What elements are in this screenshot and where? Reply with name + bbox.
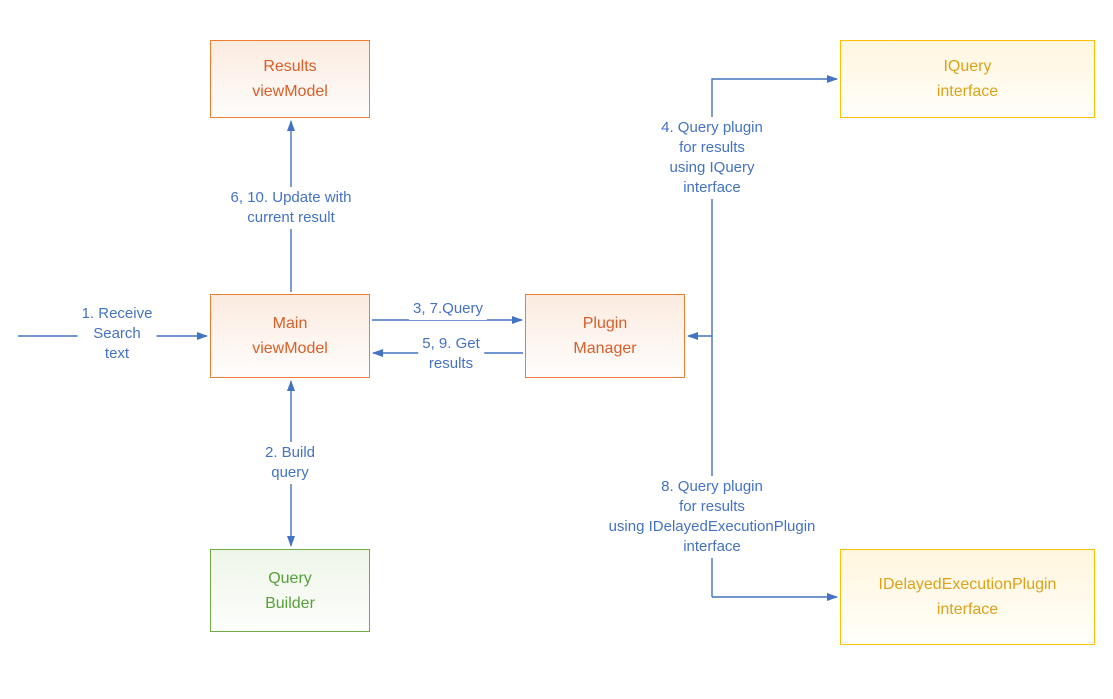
node-label-line: Query — [268, 569, 312, 587]
edge-label-build-query: 2. Build query — [260, 442, 320, 484]
node-label-line: viewModel — [252, 340, 328, 357]
node-label-line: interface — [936, 601, 999, 618]
node-label-line: Plugin — [582, 315, 628, 332]
edge-label-query-plugin-idelayed: 8. Query plugin for results using IDelay… — [604, 476, 820, 558]
edge-label-line: 5, 9. Get — [422, 335, 480, 352]
edge-label-line: 6, 10. Update with — [230, 189, 352, 206]
edge-label-receive-search: 1. Receive Search text — [77, 303, 157, 365]
edge-label-get-results: 5, 9. Get results — [418, 333, 484, 375]
edge-label-line: using IQuery — [669, 159, 755, 176]
edge-label-line: current result — [247, 209, 335, 226]
node-label-line: interface — [936, 83, 999, 100]
node-iquery-interface: IQuery interface — [840, 40, 1095, 118]
edge-label-query-plugin-iquery: 4. Query plugin for results using IQuery… — [657, 117, 767, 199]
edge-label-line: for results — [679, 139, 745, 156]
node-label-line: IQuery — [943, 58, 992, 75]
edge-label-line: Search — [93, 325, 141, 342]
edge-label-line: 4. Query plugin — [661, 119, 763, 136]
node-label-line: Main — [272, 315, 308, 332]
node-idelayedexecutionplugin-interface: IDelayedExecutionPlugin interface — [840, 549, 1095, 645]
edge-label-line: text — [104, 345, 130, 362]
node-label-line: Builder — [265, 594, 315, 612]
node-plugin-manager: Plugin Manager — [525, 294, 685, 378]
edge-label-line: using IDelayedExecutionPlugin — [608, 518, 816, 535]
edge-label-line: 8. Query plugin — [661, 478, 763, 495]
node-results-viewmodel: Results viewModel — [210, 40, 370, 118]
node-label-line: viewModel — [252, 83, 328, 100]
node-main-viewmodel: Main viewModel — [210, 294, 370, 378]
node-label-line: Results — [263, 58, 317, 75]
edge-label-update-current-result: 6, 10. Update with current result — [226, 187, 356, 229]
edge-label-line: 3, 7.Query — [412, 300, 484, 317]
edge-label-line: 2. Build — [264, 444, 316, 461]
node-label-line: IDelayedExecutionPlugin — [878, 576, 1057, 593]
edge-label-line: results — [428, 355, 474, 372]
edge-label-line: interface — [683, 179, 741, 196]
edge-label-line: query — [271, 464, 309, 481]
edge-label-line: for results — [679, 498, 745, 515]
node-label-line: Manager — [573, 340, 637, 357]
node-query-builder: Query Builder — [210, 549, 370, 632]
edge-label-line: 1. Receive — [81, 305, 153, 322]
edge-label-query: 3, 7.Query — [408, 298, 488, 320]
edge-label-line: interface — [683, 538, 741, 555]
